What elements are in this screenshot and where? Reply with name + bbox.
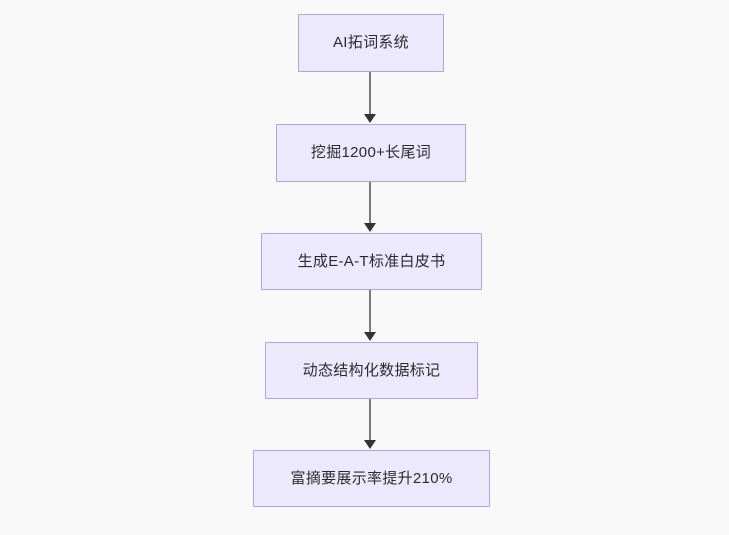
flow-edge-2-to-3 <box>364 182 376 233</box>
flow-node-label: 挖掘1200+长尾词 <box>310 144 432 162</box>
edge-line <box>369 399 371 441</box>
arrow-head-icon <box>364 223 376 232</box>
edge-line <box>369 182 371 224</box>
flow-node-label: 生成E-A-T标准白皮书 <box>297 252 446 270</box>
flow-node-dynamic-structured-data-markup[interactable]: 动态结构化数据标记 <box>265 342 478 399</box>
flow-node-label: 富摘要展示率提升210% <box>290 469 453 487</box>
flow-edge-4-to-5 <box>364 399 376 450</box>
arrow-head-icon <box>364 114 376 123</box>
flow-node-label: AI拓词系统 <box>333 34 409 52</box>
flow-node-generate-eat-whitepaper[interactable]: 生成E-A-T标准白皮书 <box>261 233 482 290</box>
edge-line <box>369 290 371 333</box>
flow-node-label: 动态结构化数据标记 <box>302 361 441 379</box>
flow-node-mine-longtail-keywords[interactable]: 挖掘1200+长尾词 <box>276 124 466 182</box>
arrow-head-icon <box>364 332 376 341</box>
flow-edge-3-to-4 <box>364 290 376 342</box>
arrow-head-icon <box>364 440 376 449</box>
flow-node-ai-keyword-system[interactable]: AI拓词系统 <box>298 14 444 72</box>
edge-line <box>369 72 371 115</box>
flow-edge-1-to-2 <box>364 72 376 124</box>
flow-node-rich-snippet-uplift[interactable]: 富摘要展示率提升210% <box>253 450 490 507</box>
